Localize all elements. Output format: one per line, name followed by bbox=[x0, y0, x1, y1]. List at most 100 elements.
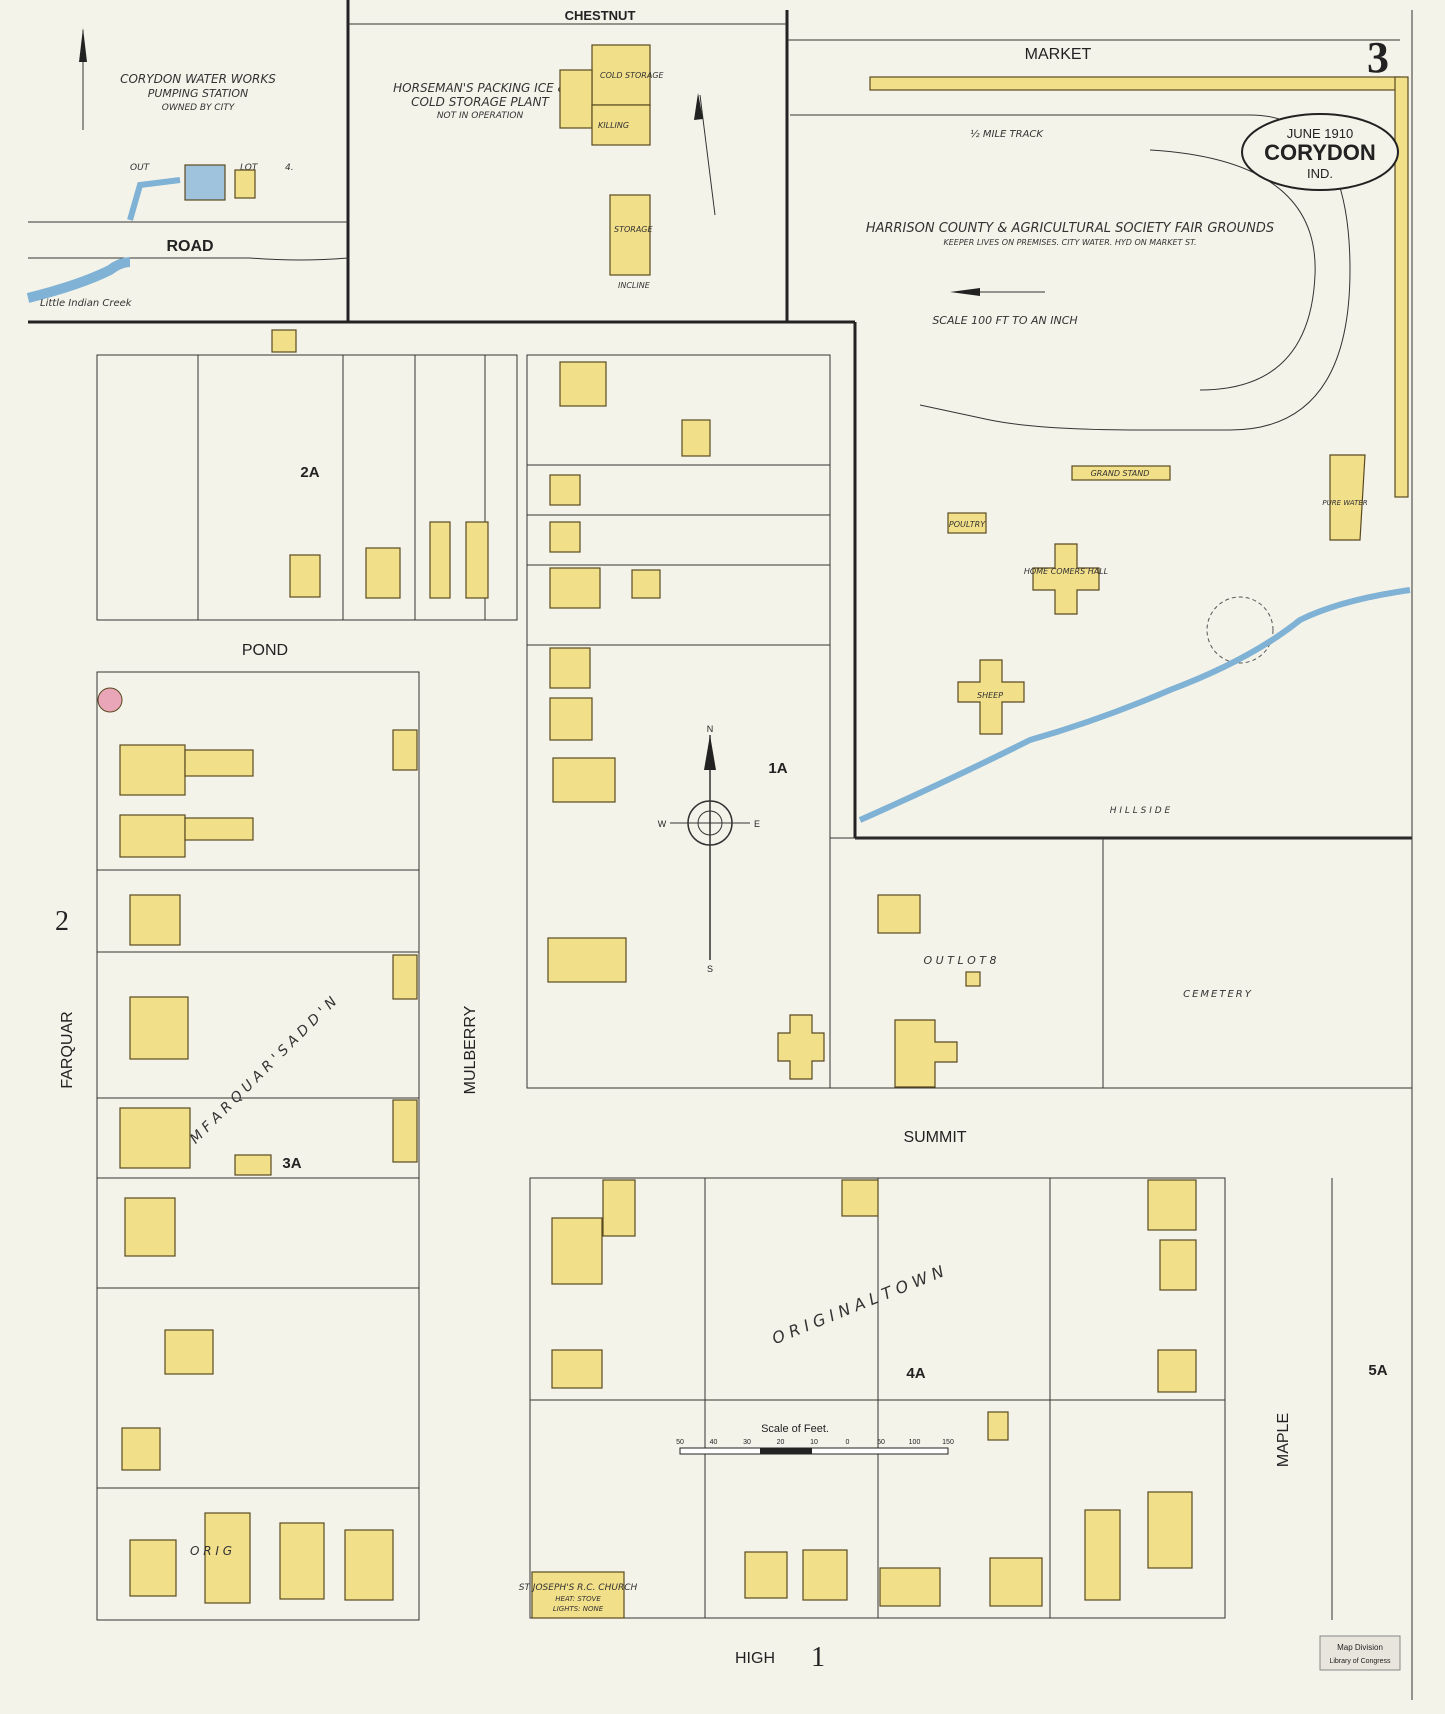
pumping-station-building bbox=[184, 164, 226, 201]
st-josephs-church bbox=[531, 1571, 625, 1619]
outbuilding bbox=[987, 1411, 1009, 1441]
outbuilding bbox=[392, 954, 418, 1000]
sheet-header: 3 JUNE 1910 CORYDON IND. bbox=[1241, 33, 1399, 191]
sheep-text: SHEEP bbox=[977, 691, 1003, 700]
intake-pipe bbox=[127, 177, 181, 221]
dwelling bbox=[551, 1349, 603, 1389]
water-works-inset: CORYDON WATER WORKS PUMPING STATION OWNE… bbox=[26, 28, 349, 309]
fair-grounds-title: HARRISON COUNTY & AGRICULTURAL SOCIETY F… bbox=[866, 221, 1274, 236]
scale-bar-fill bbox=[760, 1448, 812, 1454]
scale-tick-label: 100 bbox=[909, 1439, 921, 1446]
dwelling bbox=[119, 744, 186, 796]
outbuilding bbox=[681, 419, 711, 457]
north-arrow-icon bbox=[79, 28, 87, 62]
block-5a-label: 5A bbox=[1368, 1362, 1387, 1379]
home-comers-hall-text: HOME COMERS HALL bbox=[1024, 567, 1108, 576]
scale-of-feet: Scale of Feet. bbox=[679, 1423, 949, 1455]
dwelling bbox=[119, 1107, 191, 1169]
outbuilding bbox=[392, 729, 418, 771]
dwelling bbox=[204, 1512, 251, 1604]
dwelling bbox=[549, 697, 593, 741]
band-stand-circle bbox=[1206, 596, 1274, 664]
maple-street-label: MAPLE bbox=[1275, 1413, 1292, 1467]
pure-water-text: PURE WATER bbox=[1322, 499, 1367, 507]
outbuilding bbox=[184, 749, 254, 777]
block-4a-label: 4A bbox=[906, 1365, 925, 1382]
block-3a-label: 3A bbox=[282, 1155, 301, 1172]
out-lot-label: O U T L O T 8 bbox=[924, 954, 997, 967]
lot-text: LOT bbox=[240, 163, 259, 173]
cold-storage-text: COLD STORAGE bbox=[600, 71, 665, 80]
pure-water-building bbox=[1329, 454, 1366, 541]
outbuilding bbox=[965, 971, 981, 987]
high-street-label: HIGH bbox=[735, 1650, 775, 1667]
summit-street-label: SUMMIT bbox=[903, 1129, 966, 1146]
outbuilding bbox=[841, 1179, 879, 1217]
dwelling bbox=[119, 814, 186, 858]
compass-n: N bbox=[707, 724, 714, 734]
sheet-number: 3 bbox=[1367, 33, 1389, 82]
stamp-box bbox=[1319, 1635, 1401, 1671]
scale-tick-label: 10 bbox=[810, 1439, 818, 1446]
cemetery-label: CEMETERY bbox=[1183, 989, 1253, 1000]
dwelling bbox=[551, 1217, 603, 1285]
compass-north-arrow-icon bbox=[704, 735, 716, 770]
dwelling bbox=[129, 894, 181, 946]
dwelling bbox=[429, 521, 451, 599]
grand-stand bbox=[1071, 465, 1171, 481]
block-2a: 2A bbox=[96, 329, 518, 621]
fair-grounds: MARKET ½ MILE TRACK HARRISON COUNTY & AG… bbox=[787, 39, 1411, 823]
scale-tick-label: 50 bbox=[877, 1439, 885, 1446]
church-note-heat: HEAT: STOVE bbox=[555, 1595, 601, 1603]
dwelling bbox=[121, 1427, 161, 1471]
state-abbr: IND. bbox=[1307, 166, 1333, 181]
dwelling bbox=[279, 1522, 325, 1600]
packing-title: HORSEMAN'S PACKING ICE & bbox=[393, 81, 567, 95]
tank-room bbox=[559, 69, 593, 129]
incline-text: INCLINE bbox=[618, 281, 651, 290]
outbuilding bbox=[271, 329, 297, 353]
outbuilding bbox=[392, 1099, 418, 1163]
dwelling bbox=[1159, 1239, 1197, 1291]
grand-stand-text: GRAND STAND bbox=[1091, 469, 1150, 478]
church-name: ST JOSEPH'S R.C. CHURCH bbox=[519, 1583, 638, 1593]
dwelling bbox=[877, 894, 921, 934]
dwelling bbox=[894, 1019, 958, 1088]
water-works-subtitle: PUMPING STATION bbox=[148, 87, 249, 100]
block-1a-label: 1A bbox=[768, 760, 787, 777]
block-1a-outline bbox=[526, 354, 831, 1089]
church-note-lights: LIGHTS: NONE bbox=[553, 1605, 604, 1613]
compass-s: S bbox=[707, 964, 713, 974]
fence-east bbox=[1394, 76, 1409, 498]
poultry-text: POULTRY bbox=[949, 520, 986, 529]
scale-tick-label: 50 bbox=[676, 1439, 684, 1446]
lot-number: 4. bbox=[285, 163, 294, 173]
dwelling bbox=[602, 1179, 636, 1237]
scale-tick-label: 20 bbox=[777, 1439, 785, 1446]
dwelling bbox=[1157, 1349, 1197, 1393]
dwelling bbox=[879, 1567, 941, 1607]
scale-label: Scale of Feet. bbox=[761, 1423, 829, 1435]
library-stamp: Map Division Library of Congress bbox=[1319, 1635, 1401, 1671]
packing-title-2: COLD STORAGE PLANT bbox=[411, 95, 550, 109]
water-works-title: CORYDON WATER WORKS bbox=[120, 72, 276, 86]
outbuilding bbox=[184, 817, 254, 841]
out-text: OUT bbox=[130, 163, 151, 173]
block-2a-label: 2A bbox=[300, 464, 319, 481]
dwelling bbox=[989, 1557, 1043, 1607]
out-lot-8: CEMETERY O U T L O T 8 bbox=[829, 837, 1413, 1089]
creek-label: Little Indian Creek bbox=[40, 298, 133, 309]
block-3a-outline bbox=[96, 671, 420, 1621]
market-street-label: MARKET bbox=[1025, 46, 1092, 63]
home-comers-hall bbox=[1032, 543, 1100, 615]
dwelling bbox=[164, 1329, 214, 1375]
fence-row bbox=[869, 76, 1401, 91]
poultry-building bbox=[947, 512, 987, 534]
block-1a: 1A N W E S bbox=[526, 354, 831, 1089]
track-label: ½ MILE TRACK bbox=[970, 128, 1044, 140]
stamp-line-1: Map Division bbox=[1337, 1643, 1383, 1652]
dwelling bbox=[744, 1551, 788, 1599]
scale-note: SCALE 100 FT TO AN INCH bbox=[932, 314, 1077, 327]
dwelling bbox=[465, 521, 489, 599]
